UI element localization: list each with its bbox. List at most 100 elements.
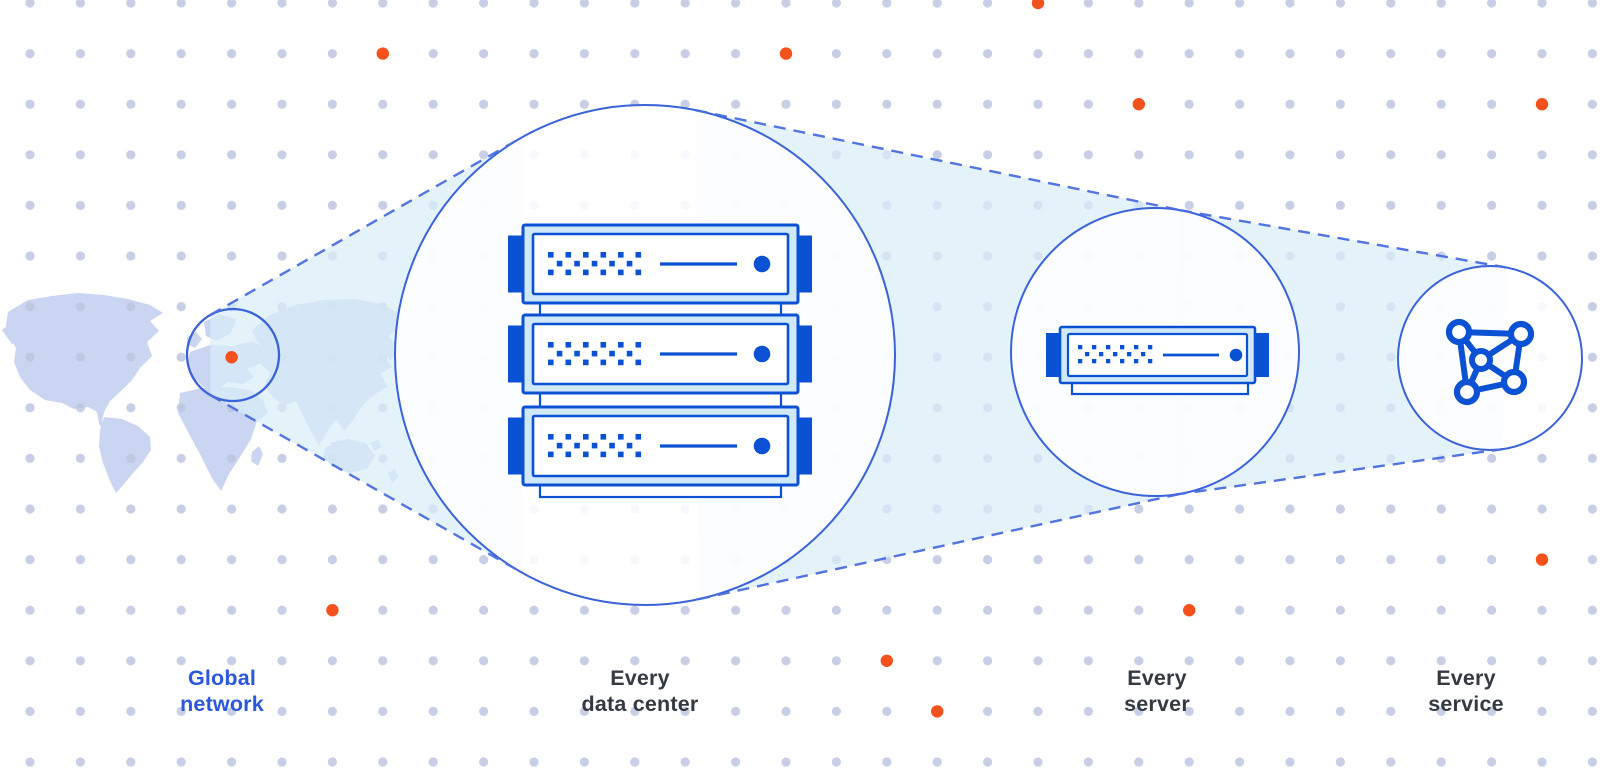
grid-dot	[75, 757, 85, 767]
vent-dot	[1106, 359, 1111, 364]
grid-dot	[831, 656, 842, 666]
grid-dot	[1235, 656, 1245, 666]
grid-dot	[176, 504, 186, 514]
grid-dot	[75, 200, 85, 210]
grid-dot	[1587, 757, 1597, 767]
vent-dot	[1092, 345, 1097, 350]
map-region-circle	[185, 307, 281, 403]
grid-dot	[1134, 555, 1144, 565]
grid-dot	[781, 757, 791, 767]
grid-dot	[126, 251, 136, 261]
grid-dot	[579, 757, 590, 767]
grid-dot	[630, 0, 640, 8]
grid-dot	[327, 200, 337, 210]
dashed-tangent-lines	[209, 108, 1507, 601]
grid-dot	[75, 99, 85, 109]
grid-dot	[227, 200, 237, 210]
grid-dot	[1487, 605, 1497, 615]
grid-dot	[1033, 150, 1043, 160]
vent-dot	[565, 451, 572, 458]
grid-dot	[983, 757, 993, 767]
grid-dot	[1436, 49, 1446, 59]
vent-dot	[565, 342, 572, 348]
grid-dot	[126, 352, 136, 362]
vent-dot	[626, 260, 633, 267]
grid-dot	[983, 49, 993, 59]
grid-dot	[75, 706, 85, 717]
grid-dot	[25, 706, 35, 717]
grid-dot	[1285, 555, 1295, 565]
grid-dot	[932, 99, 942, 109]
grid-dot	[781, 656, 791, 666]
grid-dot	[579, 656, 590, 666]
grid-dot	[227, 706, 237, 717]
grid-dot	[1285, 0, 1295, 8]
grid-dot	[731, 605, 741, 615]
grid-dot	[126, 302, 136, 312]
grid-dot	[1335, 504, 1345, 514]
vent-dot	[618, 359, 624, 366]
grid-dot	[1386, 706, 1396, 717]
grid-dot	[680, 757, 690, 767]
grid-dot	[1083, 99, 1093, 109]
vent-dot	[591, 260, 598, 267]
grid-dot	[428, 555, 438, 565]
network-mesh-icon	[1445, 318, 1535, 406]
grid-dot	[1184, 200, 1194, 210]
grid-dot	[176, 555, 186, 565]
grid-dot	[25, 302, 35, 312]
grid-dot	[1587, 0, 1597, 8]
grid-dot	[983, 605, 993, 615]
grid-dot	[1083, 605, 1093, 615]
vent-dot	[626, 442, 633, 449]
grid-dot	[1537, 200, 1547, 210]
server-side-tab	[508, 235, 524, 293]
vent-dot	[583, 342, 589, 348]
grid-dot	[932, 555, 942, 565]
vent-dot	[600, 342, 607, 348]
grid-dot	[227, 555, 237, 565]
grid-dot	[1537, 251, 1547, 261]
grid-dot	[1335, 150, 1345, 160]
grid-dot	[1134, 757, 1144, 767]
grid-dot	[1487, 251, 1497, 261]
grid-dot	[176, 302, 186, 312]
grid-dot	[1235, 605, 1245, 615]
orange-grid-dot	[1535, 553, 1549, 566]
grid-dot	[1587, 352, 1597, 362]
grid-dot	[1587, 403, 1597, 413]
vent-dot	[565, 434, 572, 440]
grid-dot	[630, 49, 640, 59]
grid-dot	[1134, 605, 1144, 615]
server-faceplate	[1066, 332, 1249, 378]
vent-dot	[1092, 359, 1097, 364]
grid-dot	[579, 706, 590, 717]
grid-dot	[1436, 555, 1446, 565]
grid-dot	[1386, 757, 1396, 767]
grid-dot	[25, 555, 35, 565]
vent-dot	[1127, 352, 1132, 357]
grid-dot	[1083, 49, 1093, 59]
data-center-circle	[394, 104, 896, 606]
grid-dot	[1184, 706, 1194, 717]
vent-dot	[591, 442, 598, 449]
grid-dot	[428, 99, 438, 109]
grid-dot	[176, 403, 186, 413]
grid-dot	[1537, 0, 1547, 8]
server-indicator-dot	[1229, 348, 1243, 362]
grid-dot	[529, 0, 539, 8]
grid-dot	[983, 99, 993, 109]
grid-dot	[529, 706, 539, 717]
grid-dot	[1335, 99, 1345, 109]
grid-dot	[25, 150, 35, 160]
vent-dot	[600, 269, 607, 276]
mesh-center-node	[1469, 348, 1493, 372]
grid-dot	[983, 150, 993, 160]
dashed-tangent-line	[1179, 208, 1507, 269]
grid-dot	[126, 453, 136, 463]
vent-dot	[583, 434, 589, 440]
grid-dot	[1537, 150, 1547, 160]
orange-grid-dot	[1183, 604, 1196, 617]
grid-dot	[1083, 0, 1093, 8]
